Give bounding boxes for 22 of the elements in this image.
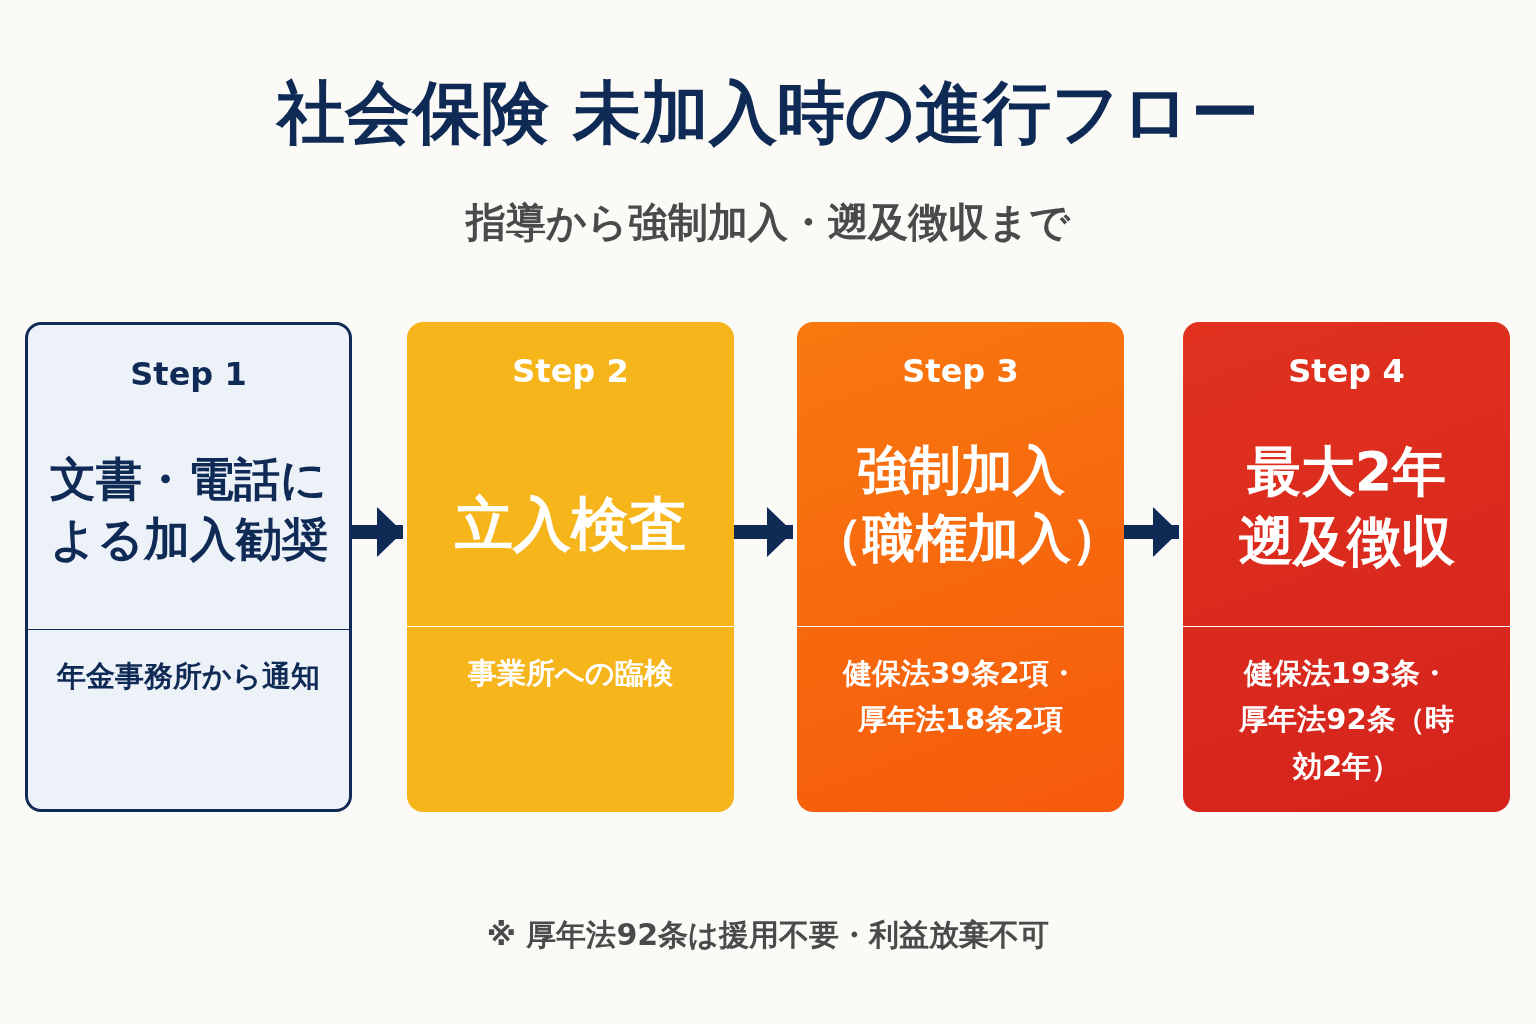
arrow [734,507,793,557]
diagram-title: 社会保険 未加入時の進行フロー [274,72,1260,154]
step-title: 最大2年遡及徴収 [1237,439,1456,576]
step-title: 立入検査 [453,489,688,560]
footnote: ※ 厚年法92条は援用不要・利益放棄不可 [485,916,1051,954]
arrow [352,507,403,557]
step-label: Step 4 [1287,352,1406,390]
step-card [797,322,1124,812]
step-label: Step 3 [901,352,1020,390]
step-title: 強制加入（職権加入） [810,439,1111,570]
subtitle: 指導から強制加入・遡及徴収まで [464,198,1072,247]
step-label: Step 2 [511,352,630,390]
step-card [1183,322,1510,812]
step-description: 年金事務所から通知 [55,658,321,695]
step-description: 健保法39条2項・厚年法18条2項 [843,655,1078,739]
step-description: 健保法193条・厚年法92条（時効2年） [1239,655,1454,785]
step-label: Step 1 [129,355,248,393]
step-card [25,322,352,812]
step-description: 事業所への臨検 [467,655,674,692]
arrow [1124,507,1179,557]
step-title: 文書・電話による加入勧奨 [48,451,329,568]
step-card [407,322,734,812]
